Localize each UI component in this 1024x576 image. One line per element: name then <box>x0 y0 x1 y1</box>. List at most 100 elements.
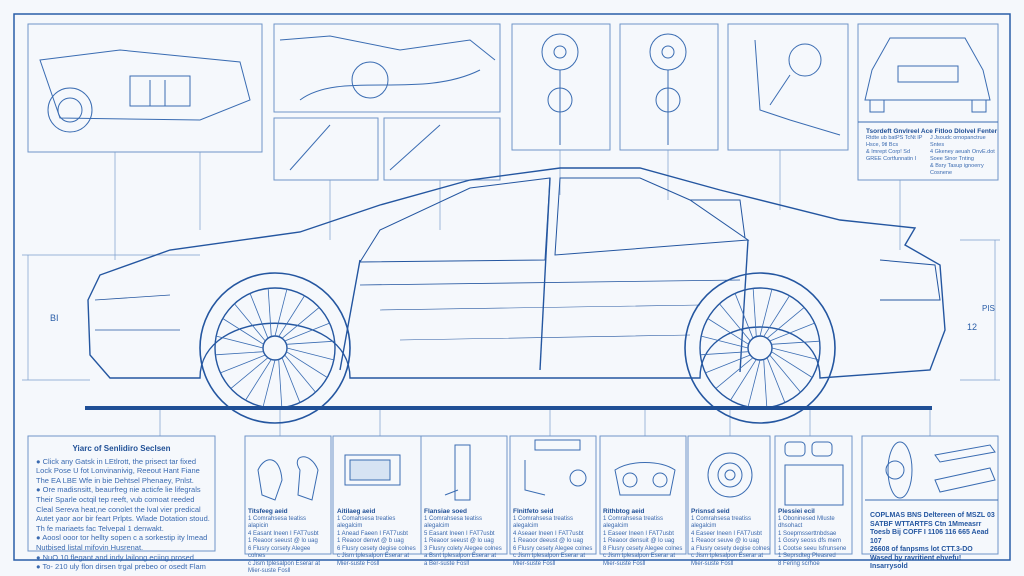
legend-item: ● Click any Gatsk in LEtlrott, the prise… <box>36 456 200 485</box>
note-line: & Bsry Tasup ignoerry Cosnene <box>930 163 984 176</box>
wheel-spokes <box>215 288 820 408</box>
part-title: Titsfeeg aeid <box>248 508 288 515</box>
steering-detail <box>279 35 496 171</box>
top-right-notes: Tsordeft Gnvlreel Ace Fitloo Dlolvel Fen… <box>866 128 998 177</box>
note-line: & Imrept Corp! Sd GREE Cortfunnatin I <box>866 149 917 162</box>
part-line: a Ber-suste Fosll <box>424 560 470 567</box>
part-line: Mier-suste Fosll <box>603 560 646 567</box>
part-title: Prisnsd seid <box>691 508 730 515</box>
note-line: COPLMAS BNS Deltereen of MSZL 03 <box>870 512 995 519</box>
wheel-spoke <box>286 351 328 378</box>
wheel-spoke <box>769 354 801 393</box>
wheel-spoke <box>707 318 749 345</box>
part-title: Aitilaeg aeid <box>337 508 376 515</box>
part-line: c Jism tplesalpon Eserar at <box>337 553 410 559</box>
wheel-spoke <box>769 322 815 342</box>
part-line: 1 Easeer Ineen I FAT7usbt <box>603 530 674 537</box>
note-line: SATBF WTTARTFS Ctn 1Mmeasrr <box>870 520 982 528</box>
part-line: a Flusry cesety degise colnes <box>691 545 770 552</box>
legend-item: ● Ore madisnsitt, beaurfreg nie acticfe … <box>36 485 210 533</box>
legend-item: ● NuO 10 flegant and indy lailong eciing… <box>36 552 194 562</box>
wheel-spoke <box>230 357 269 389</box>
top-right-title: Tsordeft Gnvlreel Ace Fitloo Dlolvel Fen… <box>866 128 998 135</box>
leader-lines <box>22 150 1000 436</box>
part-line: 1 Reaoor denwt @ b uag <box>337 538 404 544</box>
dashboard-detail <box>39 49 251 133</box>
part-line: Mier-suste Fosll <box>337 560 380 567</box>
part-line: 1 Comrahsesa teatiss alapicin <box>248 515 307 530</box>
part-line: 1 Soepmsserttnbdsae <box>778 530 837 537</box>
part-line: c Jism tplesalpon Eserar at <box>513 553 586 559</box>
wheel-spoke <box>730 359 757 401</box>
part-line: 6 Flusry cesety degise colnes <box>337 545 416 552</box>
wheel-spoke <box>719 303 751 342</box>
part-illustrations <box>257 439 998 506</box>
wheel-spoke <box>705 354 751 374</box>
part-line: 1 Cootse seeu Isfrunsene <box>778 545 847 552</box>
wheel-spoke <box>763 295 790 337</box>
part-line: 1 Comrahsesa teatiss alegalcim <box>424 515 483 530</box>
wheel-spoke <box>215 351 264 356</box>
wheel-spoke <box>766 307 805 339</box>
bottom-right-notes: COPLMAS BNS Deltereen of MSZL 03 SATBF W… <box>870 512 998 572</box>
wheel-spoke <box>752 288 757 337</box>
part-line: c Jism tplesalpon Eserar at <box>603 553 676 559</box>
wheel-spoke <box>771 351 813 378</box>
wheel-spoke <box>284 354 316 393</box>
part-line: c Jism tplesalpon Eserar at <box>691 553 764 559</box>
part-title: Flnitfeto seid <box>513 508 554 515</box>
part-title: Plessiei ecil <box>778 508 815 515</box>
part-line: 1 Reaoor seeust @ lo uag <box>248 538 318 544</box>
part-line: 4 Easeer Ineen I FAT7usbt <box>691 530 762 537</box>
dimension-label-right-top: PIS <box>982 304 995 313</box>
wheel-spoke <box>771 340 820 345</box>
note-line: 4 Gkeney aeuah OnvE.dot Soee Sinor Tntin… <box>930 149 995 162</box>
part-line: 3 Flusry colety Alegee colnes <box>424 545 502 552</box>
part-line: 1 Oboninesed Mluste dhsohact <box>778 515 835 530</box>
part-line: 1 Comrahsesa treatiss alegalcim <box>691 515 752 530</box>
note-line: Rtdte ub batPS TcNt IP <box>866 135 923 141</box>
bottom-part-panels <box>27 435 999 555</box>
part-line: 1 Anead Faeen I FAT7usbt <box>337 530 408 537</box>
front-view-car <box>858 37 998 123</box>
part-line: 1 Reaoor seuve @ lo uag <box>691 538 760 544</box>
part-line: 4 Easant Ineen I FAT7usbt <box>248 530 319 537</box>
part-line: 1 Seprsdteg Pleasred <box>778 553 836 559</box>
wheel-spoke <box>278 295 305 337</box>
part-line: 1 Comrahsesa treatiss alegalcim <box>513 515 574 530</box>
wheel-spoke <box>222 318 264 345</box>
part-line: Mier-suste Fosll <box>248 568 291 574</box>
note-line: Toesb Bij COFF I 1106 116 665 Aead 107 <box>870 529 989 545</box>
car-side-view <box>87 167 946 424</box>
wheel-spoke <box>700 351 749 356</box>
headlamp-details <box>541 33 841 145</box>
part-line: Mier-suste Fosll <box>691 560 734 567</box>
top-detail-panels <box>27 23 999 181</box>
part-line: 6 Flusry cesety Alegee colnes <box>513 545 593 552</box>
part-line: 1 Comrahsesa treatiss alegalcim <box>603 515 664 530</box>
wheel-spoke <box>220 354 266 374</box>
wheel-spoke <box>281 357 301 403</box>
wheel-spoke <box>747 359 761 407</box>
part-line: 1 Gosry seoss dfs mem <box>778 538 842 544</box>
wheel-spoke <box>763 359 768 408</box>
wheel-spoke <box>278 359 283 408</box>
part-line: 5 Easant Ineen I FAT7usbt <box>424 530 495 537</box>
part-line: 1 Reaoor densuit @ lo uag <box>603 538 675 544</box>
legend-item: ● Aoosl ooor tor hellty sopen c a sorkes… <box>36 533 208 552</box>
dimension-label-left: BI <box>50 313 59 323</box>
wheel-spoke <box>701 335 749 349</box>
part-title: Flansiae soed <box>424 508 467 515</box>
part-title: Rithbtog aeid <box>603 508 645 515</box>
dimension-label-right: 12 <box>967 322 978 332</box>
part-line: Mier-suste Fosll <box>513 560 556 567</box>
part-line: c Jism tplesalpon Eserar at <box>248 560 321 567</box>
part-line: 8 Flusry cesety Alegee colnes <box>603 545 683 552</box>
wheel-spoke <box>766 357 786 403</box>
wheel-spoke <box>267 288 272 337</box>
part-line: 8 Fering scrhoe <box>778 560 820 567</box>
